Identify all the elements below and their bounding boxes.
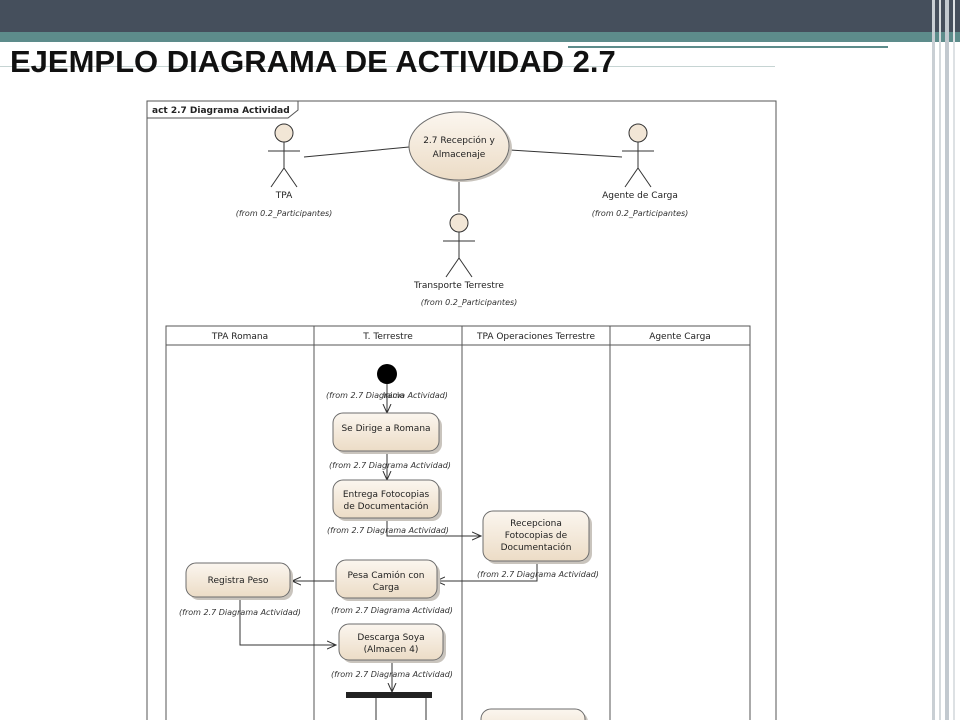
actor-tpa-from: (from 0.2_Participantes) (236, 209, 333, 218)
activity-pesa-from: (from 2.7 Diagrama Actividad) (331, 606, 453, 615)
lane-header-tpa-romana: TPA Romana (211, 332, 268, 342)
activity-descarga-soya: Descarga Soya (Almacen 4) (338, 623, 446, 663)
actor-agente-carga (622, 123, 654, 188)
activity-registra-peso: Registra Peso (185, 562, 293, 600)
actor-transporte-terrestre (443, 213, 475, 278)
activity-registra-from: (from 2.7 Diagrama Actividad) (179, 608, 301, 617)
activity-recepciona-label-1: Recepciona (510, 519, 562, 529)
activity-pesa-label-2: Carga (373, 583, 400, 593)
activity-recepciona-label-3: Documentación (501, 542, 572, 553)
activity-registra-label: Registra Peso (208, 576, 269, 586)
activity-entrega-label-2: de Documentación (344, 501, 429, 512)
activity-entrega-fotocopias: Entrega Fotocopias de Documentación (332, 479, 442, 521)
lane-header-t-terrestre: T. Terrestre (362, 332, 413, 342)
actor-agente-name: Agente de Carga (602, 191, 678, 201)
use-case-label-2: Almacenaje (433, 150, 486, 160)
diagram-frame: act 2.7 Diagrama Actividad (146, 100, 777, 720)
activity-descarga-label-2: (Almacen 4) (364, 645, 419, 655)
use-case-recepcion: 2.7 Recepción y Almacenaje (408, 111, 512, 182)
initial-node-label: Inicio (383, 391, 404, 400)
actor-tpa (268, 123, 300, 188)
title-rule-upper (568, 46, 888, 48)
initial-node-from: (from 2.7 Diagrama Actividad) (326, 391, 448, 400)
slide-title: EJEMPLO DIAGRAMA DE ACTIVIDAD 2.7 (10, 44, 616, 79)
frame-label: act 2.7 Diagrama Actividad (152, 106, 290, 116)
activity-descarga-from: (from 2.7 Diagrama Actividad) (331, 670, 453, 679)
slide-right-edge (928, 0, 960, 720)
activity-pesa-label-1: Pesa Camión con (347, 570, 424, 581)
activity-entrega-label-1: Entrega Fotocopias (343, 490, 430, 500)
activity-se-dirige-romana: Se Dirige a Romana (332, 412, 442, 454)
activity-partial-bottom (480, 708, 588, 720)
actor-agente-from: (from 0.2_Participantes) (592, 209, 689, 218)
association-lines (303, 146, 623, 212)
activity-se-dirige-label: Se Dirige a Romana (341, 424, 430, 434)
activity-recepciona-fotocopias: Recepciona Fotocopias de Documentación (482, 510, 592, 564)
actor-transporte-from: (from 0.2_Participantes) (421, 298, 518, 307)
initial-node (377, 364, 397, 384)
slide-top-bar (0, 0, 960, 32)
activity-pesa-camion: Pesa Camión con Carga (335, 559, 440, 601)
actor-tpa-name: TPA (275, 191, 293, 201)
lane-header-tpa-operaciones: TPA Operaciones Terrestre (476, 332, 595, 342)
activity-descarga-label-1: Descarga Soya (357, 633, 424, 643)
slide-accent-bar (0, 32, 960, 42)
control-flows (239, 384, 538, 720)
activity-recepciona-label-2: Fotocopias de (505, 531, 568, 541)
fork-bar (346, 692, 432, 698)
use-case-label-1: 2.7 Recepción y (423, 135, 495, 146)
activity-entrega-from: (from 2.7 Diagrama Actividad) (327, 526, 449, 535)
actor-transporte-name: Transporte Terrestre (413, 281, 504, 291)
swimlanes (165, 325, 751, 720)
lane-header-agente-carga: Agente Carga (649, 332, 711, 342)
activity-se-dirige-from: (from 2.7 Diagrama Actividad) (329, 461, 451, 470)
activity-recepciona-from: (from 2.7 Diagrama Actividad) (477, 570, 599, 579)
title-rule-lower (0, 66, 775, 67)
